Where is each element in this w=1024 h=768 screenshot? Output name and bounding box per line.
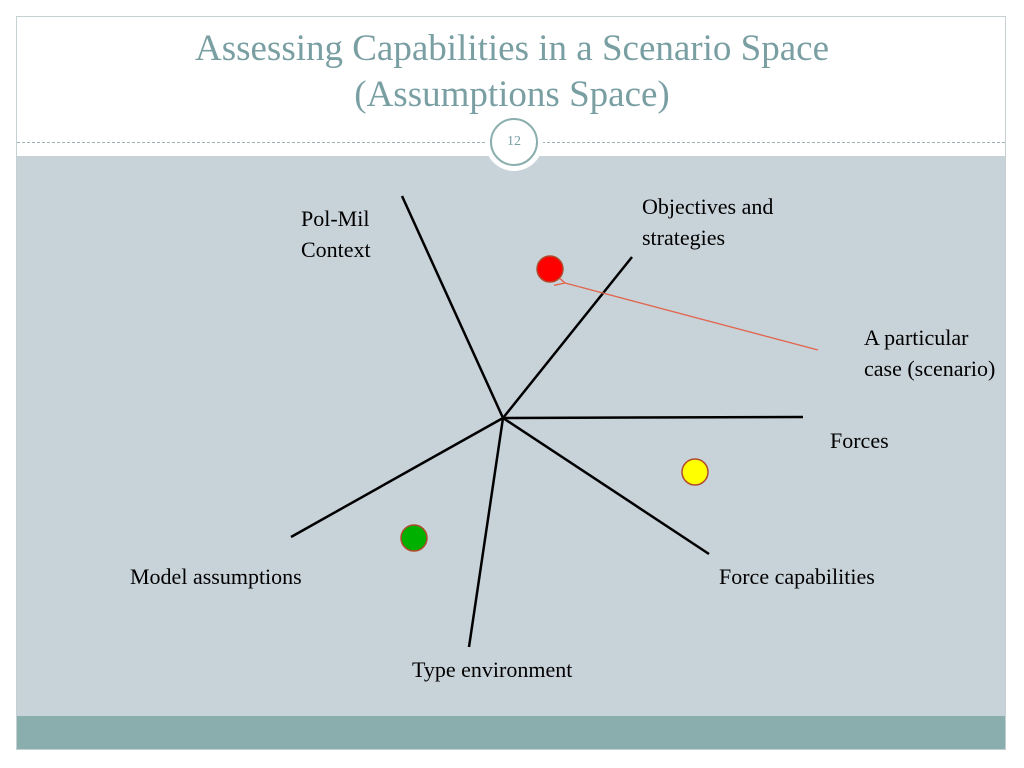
label-particular-case: A particular case (scenario): [864, 325, 996, 381]
red-scenario-dot: [536, 255, 564, 283]
axis-model-assumptions: [290, 416, 504, 539]
scenario-pointer-arrow: [565, 283, 819, 351]
content-background: [17, 156, 1005, 716]
slide-frame: [16, 16, 1006, 750]
label-pol-mil-context: Pol-Mil Context: [301, 206, 371, 262]
page-number-badge: 12: [485, 113, 543, 171]
label-force-capabilities: Force capabilities: [719, 564, 875, 589]
axis-force-capabilities: [502, 416, 710, 556]
axis-type-environment: [467, 417, 505, 648]
yellow-scenario-dot: [681, 458, 709, 486]
slide-title: Assessing Capabilities in a Scenario Spa…: [0, 26, 1024, 118]
axis-objectives-and-strategies: [502, 256, 633, 419]
label-type-environment: Type environment: [412, 657, 573, 682]
label-model-assumptions: Model assumptions: [130, 564, 302, 589]
label-forces: Forces: [830, 428, 889, 453]
footer-band: [17, 716, 1005, 749]
label-objectives-and-strategies: Objectives and strategies: [642, 194, 774, 250]
green-scenario-dot: [400, 524, 428, 552]
axis-forces: [502, 415, 804, 420]
page-number: 12: [507, 134, 521, 149]
page-number-ring: 12: [490, 118, 538, 166]
slide-title-line-2: (Assumptions Space): [354, 74, 670, 115]
slide-title-line-1: Assessing Capabilities in a Scenario Spa…: [194, 28, 829, 69]
axis-pol-mil-context: [400, 195, 505, 419]
